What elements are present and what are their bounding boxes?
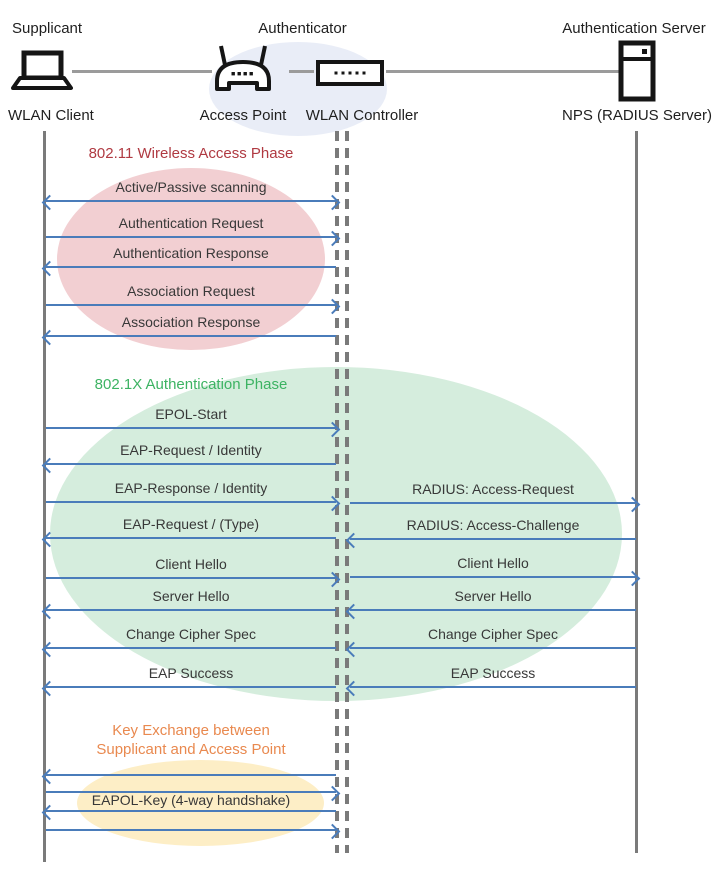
arrow-line [46,304,336,306]
message-label: EAPOL-Key (4-way handshake) [91,792,291,808]
node-label-wlan-client: WLAN Client [8,107,94,124]
message-label: EPOL-Start [155,406,227,422]
node-label-nps: NPS (RADIUS Server) [561,107,713,124]
message-label: Authentication Request [118,215,264,231]
arrow-line [350,502,636,504]
message-label: Change Cipher Spec [428,626,558,642]
arrow-line [46,686,336,688]
message-label: Server Hello [454,588,532,604]
arrow-line [46,810,336,812]
server-icon [618,40,656,102]
phase-title-key-exchange-line1: Key Exchange between [112,722,270,739]
arrow-line [46,266,336,268]
lifeline-wlan-controller-dashed [345,131,349,853]
message-label: Association Response [121,314,261,330]
message-label: EAP-Response / Identity [114,480,268,496]
message-label: EAP-Request / (Type) [122,516,260,532]
arrow-line [350,686,636,688]
arrow-line [46,791,336,793]
arrow-line [46,829,336,831]
laptop-icon [11,50,73,90]
node-label-wlan-controller: WLAN Controller [305,107,419,124]
arrow-line [46,577,336,579]
authenticator-group-ellipse [209,42,387,136]
arrow-line [350,576,636,578]
arrow-line [46,609,336,611]
message-label: EAP Success [450,665,536,681]
arrow-line [46,647,336,649]
lifeline-access-point-dashed [335,131,339,853]
message-label: Change Cipher Spec [126,626,256,642]
arrow-line [46,501,336,503]
message-label: RADIUS: Access-Challenge [406,517,580,533]
arrow-line [46,236,336,238]
node-label-access-point: Access Point [199,107,287,124]
wireless-phase-ellipse [57,168,325,350]
arrow-line [350,609,636,611]
wlan-controller-icon [316,60,384,86]
access-point-icon [215,45,271,91]
arrow-line [46,427,336,429]
connector-line [289,70,314,73]
arrow-line [350,538,636,540]
lifeline-wlan-client [43,131,46,862]
role-supplicant: Supplicant [12,20,83,37]
message-label: RADIUS: Access-Request [412,481,574,497]
arrow-line [350,647,636,649]
phase-title-key-exchange-line2: Supplicant and Access Point [96,741,286,758]
message-label: Active/Passive scanning [115,179,267,195]
phase-title-8021x-authentication: 802.1X Authentication Phase [94,376,288,393]
message-label: EAP-Request / Identity [120,442,262,458]
arrow-line [46,335,336,337]
arrow-line [46,537,336,539]
arrow-line [46,200,336,202]
role-authentication-server: Authentication Server [562,20,706,37]
message-label: Server Hello [152,588,230,604]
message-label: Authentication Response [113,245,269,261]
role-authenticator: Authenticator [258,20,347,37]
lifeline-nps [635,131,638,853]
message-label: Client Hello [457,555,529,571]
message-label: Association Request [127,283,255,299]
message-label: Client Hello [155,556,227,572]
arrow-line [46,774,336,776]
arrow-line [46,463,336,465]
phase-title-80211-wireless-access: 802.11 Wireless Access Phase [88,145,294,162]
connector-line [386,70,619,73]
message-label: EAP Success [148,665,234,681]
connector-line [72,70,212,73]
